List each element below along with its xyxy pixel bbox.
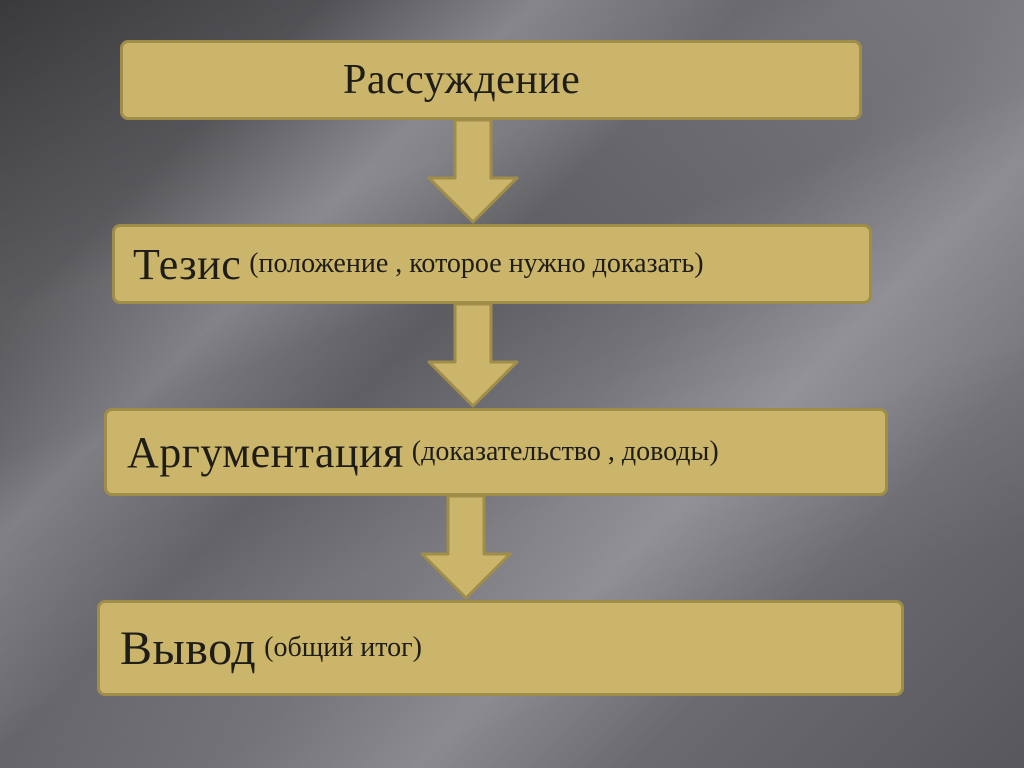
step-conclusion-detail: (общий итог) bbox=[264, 632, 422, 663]
step-argumentation-label: Аргументация bbox=[127, 427, 404, 477]
arrow-down-2 bbox=[427, 304, 519, 408]
step-thesis-detail: (положение , которое нужно доказать) bbox=[249, 248, 704, 279]
step-argumentation-detail: (доказательство , доводы) bbox=[411, 436, 719, 467]
step-argumentation-box: Аргументация (доказательство , доводы) bbox=[104, 408, 888, 496]
step-reasoning-box: Рассуждение bbox=[120, 40, 862, 120]
step-thesis-box: Тезис (положение , которое нужно доказат… bbox=[112, 224, 872, 304]
step-conclusion-label: Вывод bbox=[120, 621, 257, 675]
arrow-down-1 bbox=[427, 120, 519, 224]
arrow-down-3 bbox=[420, 496, 512, 600]
step-reasoning-label: Рассуждение bbox=[343, 57, 581, 103]
step-conclusion-box: Вывод (общий итог) bbox=[97, 600, 904, 696]
step-thesis-label: Тезис bbox=[133, 239, 242, 289]
